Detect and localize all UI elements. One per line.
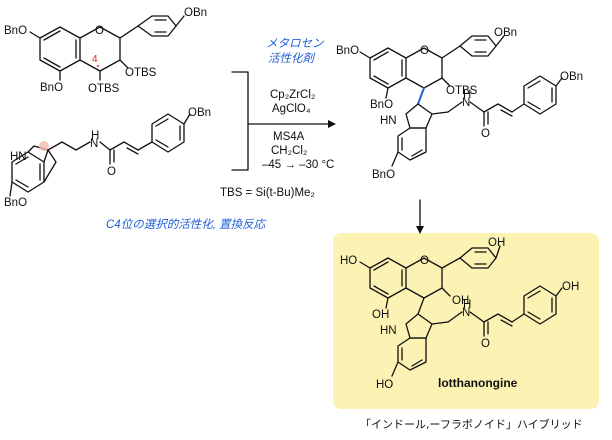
flav-otbs-bottom: OTBS [88, 83, 120, 95]
prot-bno-mid: BnO [370, 99, 393, 111]
fin-oh-mid: OH [452, 295, 469, 307]
prot-obn-right: OBn [560, 71, 583, 83]
flav-c4-label: 4 [92, 54, 98, 65]
ind-amide-h: H [91, 130, 99, 142]
fin-compound-name: lotthanongine [438, 376, 518, 390]
reagent-line3: MS4A [273, 131, 305, 143]
down-arrow [416, 199, 424, 234]
flav-o-ring: O [95, 25, 104, 37]
prot-obn-top: OBn [494, 27, 517, 39]
substrate-flavonoid: OBn BnO O 4 OTBS BnO OTBS [4, 7, 207, 95]
catalyst-label-1: メタロセン [266, 37, 325, 50]
ind-obn: OBn [188, 107, 211, 119]
prot-hn: HN [380, 115, 397, 127]
fin-amide-n: N [462, 307, 470, 319]
reagent-line2: AgClO₄ [272, 103, 311, 115]
reagent-line1: Cp₂ZrCl₂ [270, 89, 315, 101]
product-final: OH HO O OH OH HN N H O OH HO lotthanongi… [340, 237, 579, 391]
fin-hn: HN [380, 325, 397, 337]
flav-obn-top: OBn [184, 7, 207, 19]
c4-activation-note: C4位の選択的活性化, 置換反応 [106, 218, 267, 231]
ind-amide-o: O [107, 166, 116, 178]
ind-amide-n: N [90, 138, 98, 150]
reagent-line5: –45 → –30 °C [262, 159, 334, 171]
prot-amide-n: N [462, 97, 470, 109]
fin-amide-h: H [463, 299, 471, 311]
prot-o-ring: O [420, 45, 429, 57]
fin-amide-o: O [481, 338, 490, 350]
prot-bno-bottom: BnO [372, 169, 395, 181]
prot-amide-o: O [481, 128, 490, 140]
fin-o-ring: O [420, 255, 429, 267]
prot-otbs: OTBS [446, 85, 478, 97]
fin-ho-bottom: HO [376, 379, 393, 391]
bottom-caption: 「インドール,ーフラボノイド」ハイブリッド [360, 417, 583, 431]
reagent-line4: CH₂Cl₂ [271, 145, 307, 157]
flav-bno-bottom: BnO [40, 82, 63, 94]
fin-ho-ring: OH [372, 309, 389, 321]
prot-bno-left: BnO [336, 45, 359, 57]
product-protected: OBn BnO O OTBS BnO HN N H O OBn BnO [336, 27, 583, 181]
fin-oh-right: OH [562, 281, 579, 293]
ind-hn: HN [10, 151, 27, 163]
ind-bno: BnO [4, 197, 27, 209]
catalyst-label-2: 活性化剤 [268, 52, 315, 65]
flav-bno-left: BnO [4, 25, 27, 37]
prot-amide-h: H [463, 89, 471, 101]
tbs-definition: TBS = Si(t-Bu)Me₂ [220, 187, 315, 199]
product-highlight-box [333, 233, 599, 409]
flav-otbs-right: OTBS [125, 67, 157, 79]
fin-oh-top: OH [488, 237, 505, 249]
fin-ho-left: HO [340, 255, 357, 267]
substrate-indole: HN N H O OBn BnO [4, 107, 211, 209]
reaction-arrow-group: メタロセン 活性化剤 Cp₂ZrCl₂ AgClO₄ MS4A CH₂Cl₂ –… [106, 37, 336, 231]
